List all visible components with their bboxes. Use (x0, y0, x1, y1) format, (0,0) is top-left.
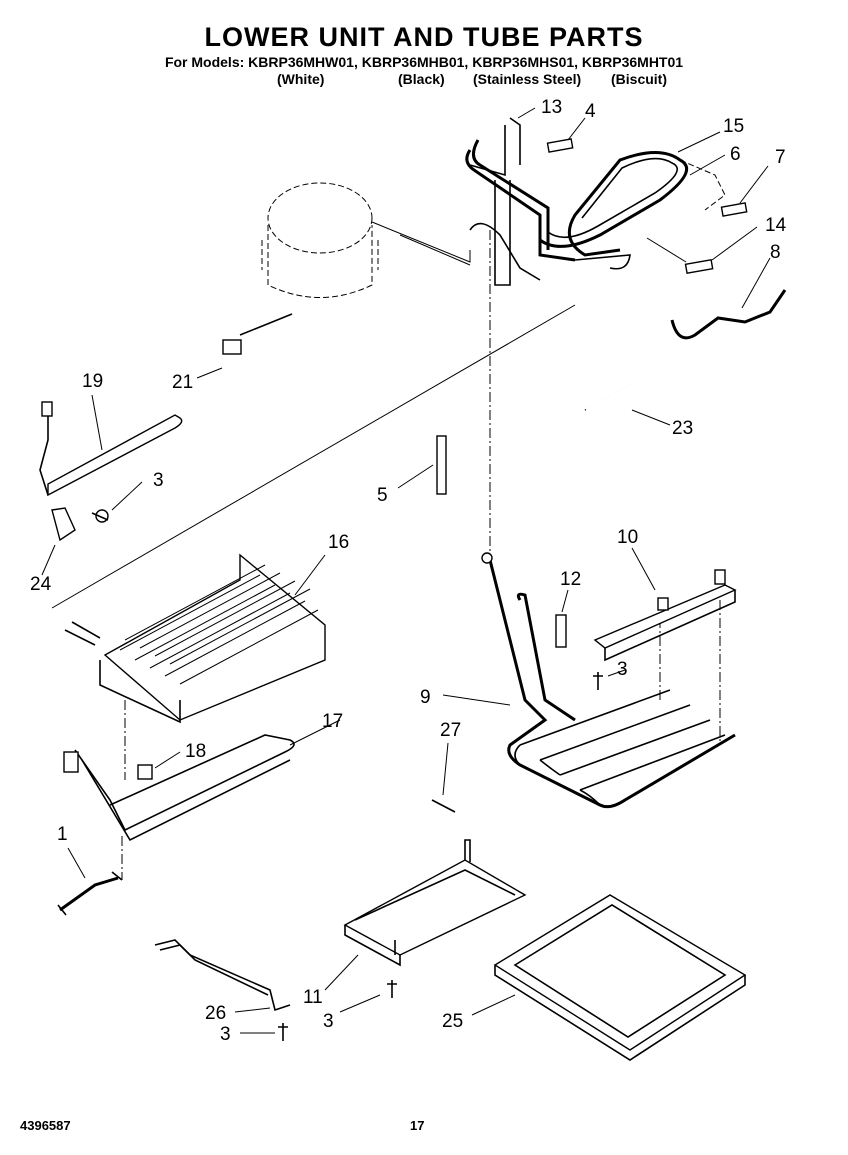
reference-lines (51, 230, 721, 880)
callout-18: 18 (185, 741, 206, 762)
heater-assembly-19 (39, 401, 183, 542)
callout-24: 24 (30, 574, 52, 595)
callout-3-bracket: 3 (617, 659, 628, 680)
callout-3-bottom: 3 (220, 1024, 231, 1045)
callout-7: 7 (775, 147, 786, 168)
compressor-outline (261, 182, 471, 298)
callout-4: 4 (585, 101, 596, 122)
evaporator-16 (64, 553, 326, 724)
page-title: LOWER UNIT AND TUBE PARTS (204, 22, 644, 52)
callout-23: 23 (672, 418, 693, 439)
callout-6: 6 (730, 144, 741, 165)
callout-labels: 13 4 15 6 7 14 8 21 23 19 3 5 24 16 10 1… (30, 97, 787, 1045)
tube-27 (431, 799, 456, 813)
harness-1 (57, 871, 123, 916)
tube-segments (546, 138, 748, 274)
drain-pan-11 (343, 839, 527, 967)
drain-tray-25 (493, 894, 747, 1061)
leader-lines (41, 107, 771, 1034)
tube-assembly-13 (465, 117, 576, 286)
variant-black: (Black) (398, 71, 445, 87)
callout-25: 25 (442, 1011, 463, 1032)
clip-23 (584, 383, 634, 412)
screw-3c (387, 980, 397, 998)
callout-21: 21 (172, 372, 193, 393)
callout-11: 11 (303, 987, 323, 1008)
callout-14: 14 (765, 215, 787, 236)
screw-3d (278, 1023, 288, 1041)
callout-3-upper: 3 (153, 470, 164, 491)
document-number: 4396587 (20, 1118, 71, 1133)
callout-5: 5 (377, 485, 388, 506)
defrost-heater-17 (63, 734, 295, 842)
bracket-26 (154, 939, 291, 1012)
cable-tie-21 (222, 313, 293, 355)
callout-19: 19 (82, 371, 103, 392)
screw-3b (593, 672, 603, 690)
tube-12 (555, 614, 567, 648)
variant-stainless: (Stainless Steel) (473, 71, 582, 87)
callout-8: 8 (770, 242, 781, 263)
variant-white: (White) (277, 71, 325, 87)
callout-16: 16 (328, 532, 349, 553)
callout-15: 15 (723, 116, 744, 137)
callout-17: 17 (322, 711, 343, 732)
callout-12: 12 (560, 569, 581, 590)
callout-13: 13 (541, 97, 562, 118)
variant-biscuit: (Biscuit) (611, 71, 667, 87)
callout-10: 10 (617, 527, 638, 548)
page-number: 17 (410, 1118, 425, 1133)
callout-1: 1 (57, 824, 68, 845)
model-list: For Models: KBRP36MHW01, KBRP36MHB01, KB… (164, 54, 684, 70)
screw-3a (91, 509, 109, 523)
callout-3-lower: 3 (323, 1011, 334, 1032)
callout-27: 27 (440, 720, 461, 741)
wire-8 (670, 289, 787, 340)
callout-26: 26 (205, 1003, 226, 1024)
loop-tube-15 (539, 151, 726, 270)
tube-5 (436, 435, 447, 495)
clip-18 (137, 764, 153, 780)
callout-9: 9 (420, 687, 431, 708)
bracket-10 (593, 569, 737, 662)
condenser-coil-9 (481, 552, 736, 809)
